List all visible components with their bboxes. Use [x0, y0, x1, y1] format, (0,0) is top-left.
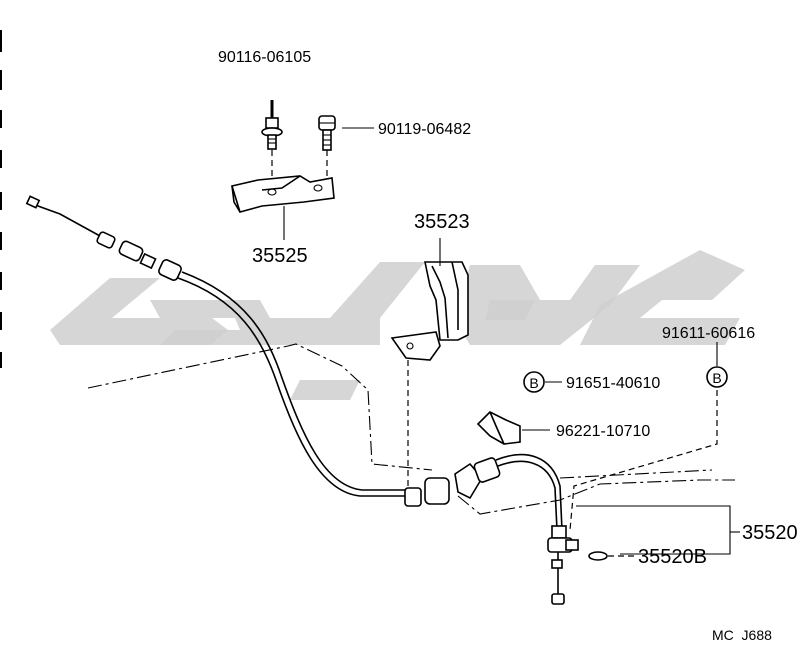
svg-text:B: B: [529, 375, 538, 391]
b-marker-91611-icon: B: [706, 366, 728, 388]
clamp-96221-icon: [476, 411, 521, 445]
bolt-90116-icon: [261, 100, 283, 150]
label-35520: 35520: [742, 522, 798, 544]
svg-text:B: B: [712, 370, 721, 386]
leader-35520-bracket: [576, 505, 731, 555]
bracket-35523-icon: [390, 261, 469, 361]
label-90116-06105: 90116-06105: [218, 49, 311, 66]
cable-35520-left: [25, 195, 405, 497]
bolt-90119-icon: [318, 115, 336, 151]
b-marker-91651-icon: B: [523, 371, 545, 393]
bracket-35525-icon: [230, 175, 335, 213]
cable-joint: [404, 457, 501, 507]
label-90119-06482: 90119-06482: [378, 121, 471, 138]
label-91651-40610: 91651-40610: [566, 375, 660, 392]
leader-91611-down: [569, 390, 718, 531]
body-reference-lines: [87, 343, 735, 515]
label-91611-60616: 91611-60616: [662, 325, 755, 342]
label-96221-10710: 96221-10710: [556, 423, 650, 440]
label-35523: 35523: [414, 211, 470, 233]
label-35520b: 35520B: [638, 546, 707, 568]
watermark-logo: [50, 250, 745, 400]
ring-35520b-icon: [588, 551, 608, 561]
footer-code: MC J688: [712, 627, 772, 643]
label-35525: 35525: [252, 245, 308, 267]
cable-35520-right: [495, 453, 579, 605]
